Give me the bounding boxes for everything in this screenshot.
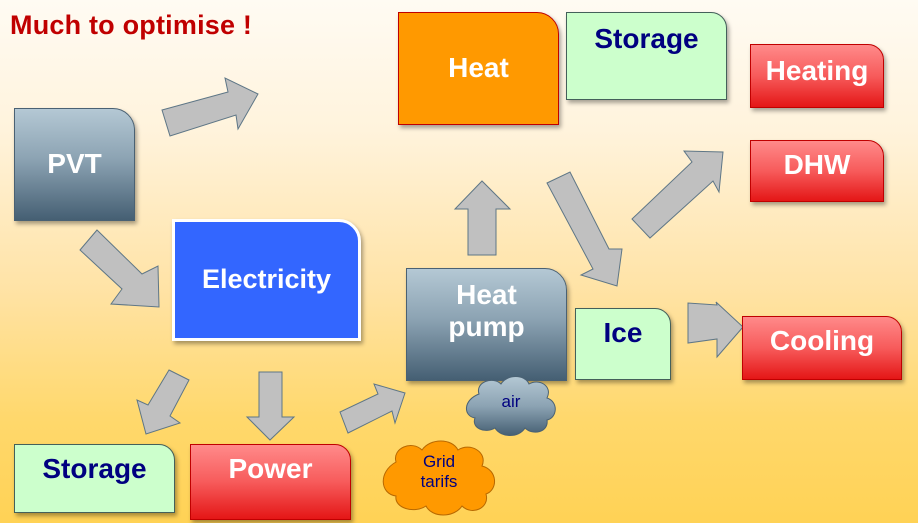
arrow-electricity-to-power — [245, 371, 296, 441]
node-pvt-label: PVT — [47, 148, 102, 180]
cloud-grid-tarifs-shape[interactable] — [376, 436, 502, 518]
node-heat-pump-line1: Heat — [456, 279, 517, 310]
node-electricity-storage[interactable]: Storage — [14, 444, 175, 513]
node-heat[interactable]: Heat — [398, 12, 559, 125]
node-power-label: Power — [228, 453, 313, 484]
arrow-electricity-to-storage — [136, 369, 190, 435]
cloud-grid-line2: tarifs — [420, 472, 458, 492]
cloud-air-shape[interactable] — [461, 372, 561, 440]
node-heat-pump-line2: pump — [448, 311, 525, 343]
arrow-to-dhw — [631, 150, 724, 239]
node-heat-label: Heat — [448, 52, 509, 84]
node-heat-pump[interactable]: Heat pump — [406, 268, 567, 381]
node-dhw[interactable]: DHW — [750, 140, 884, 202]
node-cooling[interactable]: Cooling — [742, 316, 902, 380]
node-heat-storage-label: Storage — [594, 23, 699, 54]
node-heat-pump-label: Heat pump — [448, 279, 524, 343]
node-dhw-label: DHW — [783, 149, 851, 180]
node-pvt[interactable]: PVT — [14, 108, 135, 221]
diagram-title: Much to optimise ! — [10, 10, 253, 40]
arrow-heat-pump-to-heat — [453, 180, 512, 256]
node-electricity-label: Electricity — [201, 264, 332, 295]
node-electricity-storage-label: Storage — [42, 453, 147, 484]
node-heating[interactable]: Heating — [750, 44, 884, 108]
node-ice-label: Ice — [603, 317, 643, 348]
cloud-grid-line1: Grid — [422, 452, 456, 471]
arrow-power-to-heat-pump — [339, 383, 406, 434]
node-cooling-label: Cooling — [769, 325, 875, 356]
node-heating-label: Heating — [765, 55, 869, 86]
arrow-heat-to-ice — [546, 171, 623, 287]
cloud-grid-tarifs-label: Grid tarifs — [400, 452, 478, 493]
arrow-ice-to-cooling — [687, 301, 744, 359]
node-power[interactable]: Power — [190, 444, 351, 520]
node-ice[interactable]: Ice — [575, 308, 671, 380]
node-electricity[interactable]: Electricity — [172, 219, 361, 341]
arrow-pvt-to-heat — [161, 77, 259, 137]
node-heat-storage[interactable]: Storage — [566, 12, 727, 100]
cloud-air-label: air — [501, 392, 521, 411]
arrow-pvt-to-electricity — [79, 229, 160, 308]
